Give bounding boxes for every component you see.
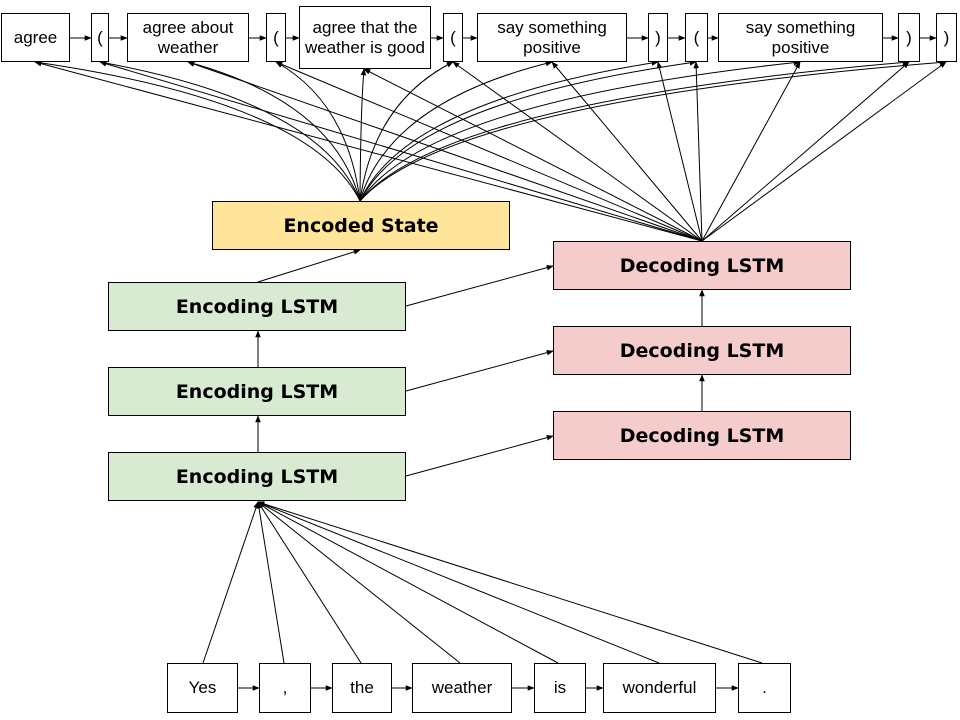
- input-token-comma: ,: [259, 663, 311, 713]
- decoding-lstm-label: Decoding LSTM: [619, 254, 785, 277]
- output-token-label: ): [943, 27, 950, 47]
- output-token-close-paren: ): [648, 13, 668, 62]
- encoded-state-label: Encoded State: [283, 214, 439, 237]
- decoding-lstm-label: Decoding LSTM: [619, 339, 785, 362]
- output-token-label: (: [273, 27, 279, 47]
- state-to-output-arrow: [359, 61, 454, 202]
- output-token-close-paren: ): [898, 13, 920, 62]
- input-token-yes: Yes: [167, 663, 238, 713]
- input-token-label: the: [350, 678, 374, 697]
- input-token-label: Yes: [188, 678, 217, 697]
- output-token-label: agree about weather: [142, 17, 234, 57]
- output-token-label: (: [450, 27, 456, 47]
- input-token-label: .: [762, 678, 767, 697]
- decoding-lstm-bottom: Decoding LSTM: [553, 411, 851, 460]
- output-token-open-paren: (: [91, 13, 109, 62]
- decoder-to-output-arrow: [656, 61, 703, 242]
- decoder-to-output-arrow: [693, 61, 703, 242]
- input-token-label: ,: [282, 678, 288, 697]
- output-token-label: ): [655, 27, 661, 47]
- output-token-label: agree that the weather is good: [304, 17, 426, 57]
- input-token-label: weather: [431, 678, 493, 697]
- state-to-output-arrow: [187, 60, 361, 202]
- encoder-to-decoder-arrow: [405, 434, 554, 477]
- encoding-lstm-label: Encoding LSTM: [175, 380, 339, 403]
- decoder-to-output-arrow: [701, 61, 801, 242]
- encoding-lstm-label: Encoding LSTM: [175, 295, 339, 318]
- output-token-label: (: [97, 27, 103, 47]
- decoder-to-output-arrow: [34, 60, 703, 242]
- output-token-label: (: [693, 27, 700, 47]
- output-token-say-something-positive: say something positive: [477, 13, 627, 62]
- output-token-close-paren: ): [936, 13, 957, 62]
- output-token-label: say something positive: [745, 17, 856, 57]
- decoder-to-output-arrow: [452, 61, 703, 242]
- output-token-label: agree: [13, 27, 58, 47]
- input-to-encoder-arrow: [202, 501, 259, 664]
- output-token-open-paren: (: [685, 13, 708, 62]
- decoder-to-output-arrow: [551, 61, 703, 242]
- input-token-period: .: [738, 663, 791, 713]
- encoder-to-state-arrow: [257, 249, 361, 283]
- decoding-lstm-middle: Decoding LSTM: [553, 326, 851, 375]
- input-to-encoder-arrow: [257, 501, 660, 664]
- output-token-agree: agree: [1, 13, 70, 62]
- output-token-label: say something positive: [497, 17, 607, 57]
- state-to-output-arrow: [359, 60, 553, 202]
- state-to-output-arrow: [99, 60, 361, 202]
- input-to-encoder-arrow: [256, 501, 285, 664]
- decoder-to-output-arrow: [99, 61, 703, 242]
- encoded-state-box: Encoded State: [212, 201, 510, 250]
- state-to-output-arrow: [275, 61, 361, 202]
- input-token-is: is: [534, 663, 586, 713]
- encoder-to-decoder-arrow: [405, 349, 554, 392]
- input-to-encoder-arrow: [257, 501, 461, 664]
- decoding-lstm-top: Decoding LSTM: [553, 241, 851, 290]
- input-to-encoder-arrow: [257, 501, 763, 664]
- input-token-label: is: [553, 678, 567, 697]
- state-to-output-arrow: [359, 60, 697, 202]
- output-token-agree-about-weather: agree about weather: [127, 13, 249, 62]
- output-token-open-paren: (: [266, 13, 286, 62]
- encoding-lstm-bottom: Encoding LSTM: [108, 452, 406, 501]
- encoder-to-decoder-arrow: [405, 264, 554, 307]
- decoder-to-output-arrow: [701, 61, 947, 242]
- output-token-agree-weather-good: agree that the weather is good: [299, 6, 431, 69]
- state-to-output-arrow: [359, 59, 801, 202]
- decoder-to-output-arrow: [187, 61, 703, 242]
- state-to-output-arrow: [359, 59, 910, 202]
- decoding-lstm-label: Decoding LSTM: [619, 424, 785, 447]
- output-token-label: ): [906, 27, 912, 47]
- decoder-to-output-arrow: [701, 61, 910, 242]
- encoding-lstm-label: Encoding LSTM: [175, 465, 339, 488]
- input-token-weather: weather: [412, 663, 512, 713]
- encoding-lstm-top: Encoding LSTM: [108, 282, 406, 331]
- decoder-to-output-arrow: [363, 68, 703, 242]
- input-token-the: the: [332, 663, 392, 713]
- decoder-to-output-arrow: [275, 61, 703, 242]
- input-token-wonderful: wonderful: [603, 663, 716, 713]
- state-to-output-arrow: [34, 60, 361, 202]
- state-to-output-arrow: [359, 59, 947, 202]
- output-token-say-something-positive: say something positive: [718, 13, 883, 62]
- output-token-open-paren: (: [443, 13, 463, 62]
- input-to-encoder-arrow: [257, 501, 362, 664]
- encoding-lstm-middle: Encoding LSTM: [108, 367, 406, 416]
- input-token-label: wonderful: [622, 678, 697, 697]
- input-to-encoder-arrow: [257, 501, 559, 664]
